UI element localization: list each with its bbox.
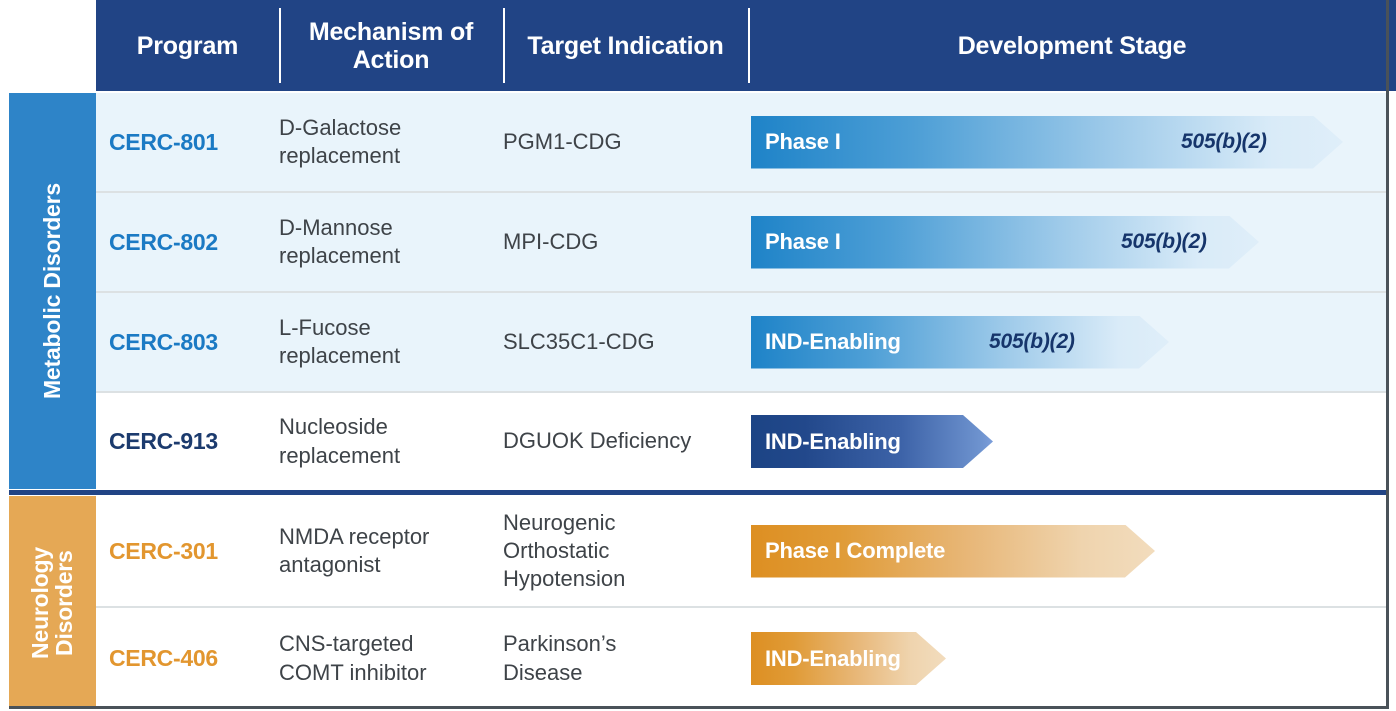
program-name-cerc-301: CERC-301 [109,537,218,564]
stage-arrow-cerc-913: IND-Enabling [751,415,993,468]
table-row-cerc-406[interactable]: CERC-406 CNS-targeted COMT inhibitor Par… [96,608,1389,709]
indication-cerc-301: Neurogenic Orthostatic Hypotension [503,509,626,592]
indication-cerc-802: MPI-CDG [503,228,599,254]
regulatory-pathway-cerc-801: 505(b)(2) [1181,130,1267,153]
regulatory-pathway-cerc-803: 505(b)(2) [989,330,1075,353]
program-name-cerc-802: CERC-802 [109,228,218,255]
stage-cell-cerc-913: IND-Enabling [751,393,1389,490]
column-header-mechanism-of-action: Mechanism of Action [279,0,503,91]
section-divider [9,490,1389,495]
category-label-neurology-disorders: Neurology Disorders [27,546,78,659]
stage-cell-cerc-801: Phase I 505(b)(2) [751,93,1389,191]
indication-cerc-803: SLC35C1-CDG [503,328,655,354]
mechanism-cerc-803: L-Fucose replacement [279,314,401,368]
table-row-cerc-301[interactable]: CERC-301 NMDA receptor antagonist Neurog… [96,496,1389,606]
header-corner-spacer [0,0,96,91]
mechanism-cerc-802: D-Mannose replacement [279,214,401,268]
stage-cell-cerc-406: IND-Enabling [751,608,1389,709]
stage-label-cerc-406: IND-Enabling [765,645,901,671]
stage-label-cerc-803: IND-Enabling [765,329,901,354]
stage-cell-cerc-802: Phase I 505(b)(2) [751,193,1389,291]
row-separator [96,191,1389,193]
program-name-cerc-406: CERC-406 [109,645,218,671]
regulatory-pathway-cerc-802: 505(b)(2) [1121,230,1207,253]
category-label-metabolic-disorders: Metabolic Disorders [39,182,66,400]
mechanism-cerc-301: NMDA receptor antagonist [279,523,430,577]
mechanism-cerc-913: Nucleoside replacement [279,414,401,468]
table-row-cerc-802[interactable]: CERC-802 D-Mannose replacement MPI-CDG P… [96,193,1389,291]
indication-cerc-406: Parkinson’s Disease [503,631,617,685]
indication-cerc-801: PGM1-CDG [503,128,622,154]
row-separator [96,291,1389,293]
column-header-program: Program [96,0,279,91]
row-separator [96,606,1389,608]
row-separator [96,391,1389,393]
column-header-target-indication: Target Indication [503,0,748,91]
table-body: Metabolic Disorders Neurology Disorders … [0,91,1396,711]
program-name-cerc-913: CERC-913 [109,428,218,454]
table-row-cerc-801[interactable]: CERC-801 D-Galactose replacement PGM1-CD… [96,93,1389,191]
program-name-cerc-803: CERC-803 [109,328,218,355]
program-name-cerc-801: CERC-801 [109,128,218,155]
table-row-cerc-913[interactable]: CERC-913 Nucleoside replacement DGUOK De… [96,393,1389,490]
table-header: Program Mechanism of Action Target Indic… [0,0,1396,91]
mechanism-cerc-406: CNS-targeted COMT inhibitor [279,631,427,685]
indication-cerc-913: DGUOK Deficiency [503,428,692,454]
stage-cell-cerc-301: Phase I Complete [751,496,1389,606]
stage-cell-cerc-803: IND-Enabling 505(b)(2) [751,293,1389,391]
table-row-cerc-803[interactable]: CERC-803 L-Fucose replacement SLC35C1-CD… [96,293,1389,391]
stage-arrow-cerc-801: Phase I 505(b)(2) [751,116,1343,169]
column-header-development-stage: Development Stage [748,0,1396,91]
stage-label-cerc-801: Phase I [765,129,841,154]
category-band-metabolic-disorders: Metabolic Disorders [9,93,96,489]
stage-label-cerc-301: Phase I Complete [765,538,946,563]
stage-label-cerc-802: Phase I [765,229,841,254]
stage-label-cerc-913: IND-Enabling [765,428,901,454]
mechanism-cerc-801: D-Galactose replacement [279,114,402,168]
stage-arrow-cerc-803: IND-Enabling 505(b)(2) [751,316,1169,369]
stage-arrow-cerc-802: Phase I 505(b)(2) [751,216,1259,269]
category-band-neurology-disorders: Neurology Disorders [9,496,96,709]
stage-arrow-cerc-301: Phase I Complete [751,525,1155,578]
stage-arrow-cerc-406: IND-Enabling [751,632,946,685]
